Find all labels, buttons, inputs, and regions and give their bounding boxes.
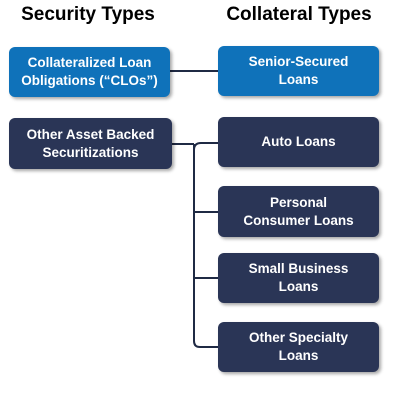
clo-label-line1: Collateralized Loan <box>27 55 152 70</box>
security-type-other-abs-box: Other Asset Backed Securitizations <box>9 118 172 169</box>
auto-loans-connector <box>193 142 218 151</box>
other-abs-label-line2: Securitizations <box>42 144 139 160</box>
collateral-small-business-loans-box: Small Business Loans <box>218 253 379 303</box>
small-business-label-line2: Loans <box>278 279 319 294</box>
other-specialty-label-line1: Other Specialty <box>248 330 349 345</box>
small-business-label-line1: Small Business <box>248 261 349 276</box>
abs-branch-trunk <box>193 144 218 348</box>
collateral-types-header: Collateral Types <box>226 4 372 25</box>
collateral-auto-loans-box: Auto Loans <box>218 117 379 167</box>
auto-loans-label: Auto Loans <box>261 134 336 149</box>
collateral-personal-consumer-loans-box: Personal Consumer Loans <box>218 186 379 237</box>
collateral-senior-secured-box: Senior-Secured Loans <box>218 46 379 96</box>
senior-secured-label-line1: Senior-Secured <box>248 54 349 69</box>
senior-secured-label-line2: Loans <box>278 72 319 87</box>
other-abs-label-line1: Other Asset Backed <box>26 126 155 142</box>
security-types-header: Security Types <box>21 4 155 25</box>
security-type-clo-box: Collateralized Loan Obligations (“CLOs”) <box>9 47 170 97</box>
collateral-other-specialty-loans-box: Other Specialty Loans <box>218 322 379 372</box>
other-specialty-label-line2: Loans <box>278 348 319 363</box>
personal-consumer-label-line2: Consumer Loans <box>243 212 354 228</box>
clo-label-line2: Obligations (“CLOs”) <box>21 73 158 88</box>
personal-consumer-label-line1: Personal <box>269 194 328 210</box>
